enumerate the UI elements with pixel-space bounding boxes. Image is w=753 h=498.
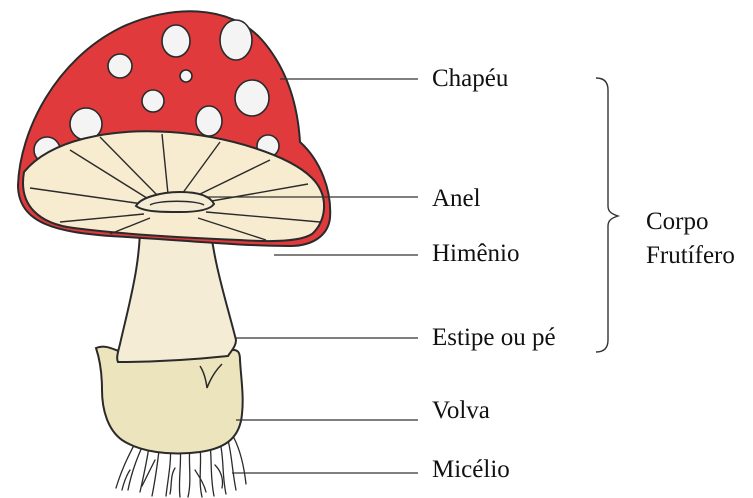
- label-micelio: Micélio: [432, 457, 510, 482]
- label-estipe: Estipe ou pé: [432, 325, 556, 350]
- label-chapeu: Chapéu: [432, 66, 508, 91]
- label-himenio: Himênio: [432, 241, 520, 266]
- group-label-line1: Corpo: [646, 205, 735, 239]
- label-anel: Anel: [432, 186, 481, 211]
- bracket: [596, 78, 618, 352]
- label-volva: Volva: [432, 398, 490, 423]
- group-label-line2: Frutífero: [646, 239, 735, 273]
- group-label-corpo-frutifero: Corpo Frutífero: [646, 205, 735, 273]
